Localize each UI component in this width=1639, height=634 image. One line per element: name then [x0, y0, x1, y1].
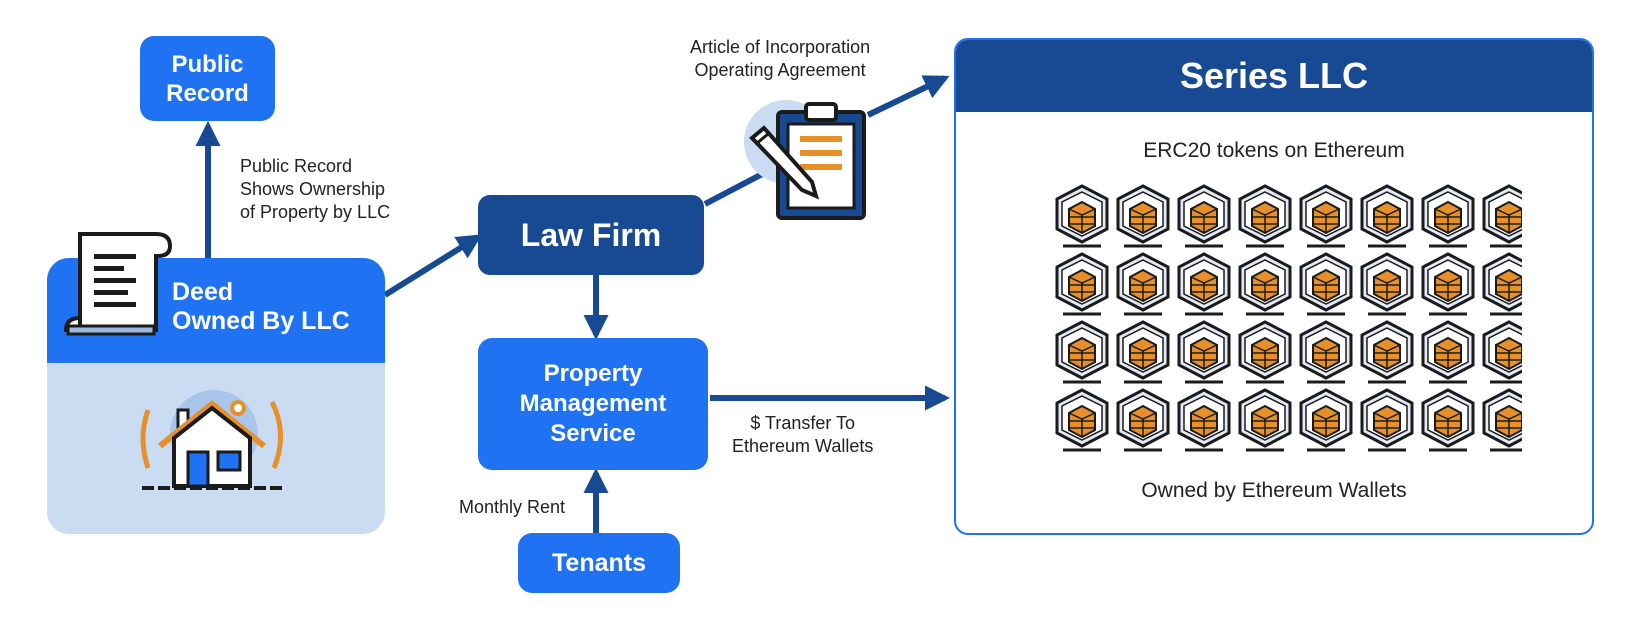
clipboard-pen-icon	[744, 100, 866, 220]
erc20-token-icon	[1116, 184, 1170, 248]
erc20-token-icon	[1299, 320, 1353, 384]
erc20-token-icon	[1360, 388, 1414, 452]
erc20-token-icon	[1482, 184, 1522, 248]
erc20-token-icon	[1238, 184, 1292, 248]
house-icon	[140, 390, 284, 490]
series-llc-panel: Series LLC ERC20 tokens on Ethereum Owne…	[954, 38, 1594, 535]
scroll-document-icon	[63, 232, 173, 336]
deed-title: Deed Owned By LLC	[172, 278, 350, 335]
erc20-token-icon	[1421, 252, 1475, 316]
erc20-token-icon	[1055, 320, 1109, 384]
erc20-token-icon	[1116, 320, 1170, 384]
erc20-token-icon	[1482, 320, 1522, 384]
erc20-token-icon	[1116, 388, 1170, 452]
erc20-token-icon	[1421, 320, 1475, 384]
series-llc-title: Series LLC	[956, 40, 1592, 112]
erc20-token-icon	[1177, 320, 1231, 384]
tenants-box: Tenants	[518, 533, 680, 593]
token-grid	[1055, 184, 1522, 452]
erc20-token-icon	[1238, 320, 1292, 384]
erc20-token-icon	[1177, 388, 1231, 452]
erc20-token-icon	[1360, 252, 1414, 316]
erc20-token-icon	[1299, 184, 1353, 248]
erc20-token-icon	[1360, 184, 1414, 248]
arrow-law-firm-to-clipboard	[703, 167, 772, 207]
public-record-box: Public Record	[140, 36, 275, 121]
erc20-token-icon	[1482, 252, 1522, 316]
erc20-token-icon	[1177, 184, 1231, 248]
erc20-token-icon	[1299, 388, 1353, 452]
arrow-deed-to-law-firm	[383, 234, 483, 298]
tokens-caption: ERC20 tokens on Ethereum	[1143, 139, 1405, 162]
incorporation-label: Article of Incorporation Operating Agree…	[690, 37, 871, 80]
public-record-note: Public Record Shows Ownership of Propert…	[240, 156, 391, 222]
erc20-token-icon	[1238, 252, 1292, 316]
erc20-token-icon	[1116, 252, 1170, 316]
owners-caption: Owned by Ethereum Wallets	[1141, 479, 1407, 502]
erc20-token-icon	[1055, 388, 1109, 452]
property-management-box: Property Management Service	[478, 338, 708, 470]
monthly-rent-label: Monthly Rent	[459, 497, 566, 517]
erc20-token-icon	[1177, 252, 1231, 316]
arrow-clipboard-to-series-llc	[866, 75, 950, 118]
law-firm-box: Law Firm	[478, 195, 704, 275]
transfer-label: $ Transfer To Ethereum Wallets	[732, 413, 874, 456]
erc20-token-icon	[1421, 184, 1475, 248]
erc20-token-icon	[1360, 320, 1414, 384]
erc20-token-icon	[1299, 252, 1353, 316]
erc20-token-icon	[1421, 388, 1475, 452]
erc20-token-icon	[1055, 252, 1109, 316]
erc20-token-icon	[1055, 184, 1109, 248]
erc20-token-icon	[1482, 388, 1522, 452]
erc20-token-icon	[1238, 388, 1292, 452]
